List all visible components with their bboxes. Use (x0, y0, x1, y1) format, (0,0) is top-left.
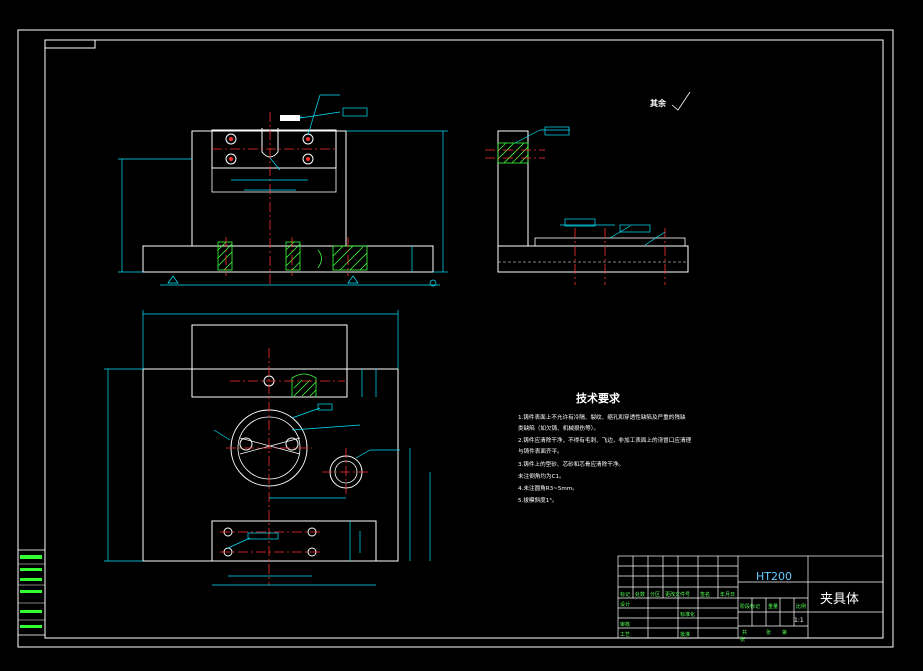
scale-row-ratio: 比例 (796, 603, 806, 610)
corner-tag (44, 39, 96, 49)
side-view: 其余 (485, 91, 691, 285)
left-margin-strip (17, 549, 46, 636)
note-line-2: 类缺陷（如欠铸、机械损伤等）。 (518, 424, 599, 432)
scale-row-weight: 重量 (768, 603, 778, 610)
header-cell-6: 年月日 (720, 591, 735, 598)
technical-requirements: 技术要求 1.铸件表面上不允许有冷隔、裂纹、缩孔和穿透性缺陷及严重的残缺 类缺陷… (518, 391, 692, 504)
note-line-4: 与铸件表面齐平。 (518, 447, 563, 455)
title-block-text: HT200 夹具体 1:1 标记 处数 分区 更改文件号 签名 年月日 设计 审… (620, 570, 859, 643)
header-cell-1: 标记 (620, 591, 630, 598)
sheet-total-unit: 张 (766, 629, 771, 636)
sheet-total-label: 共 (742, 629, 747, 636)
note-line-7: 4.未注圆角R3~5mm。 (518, 484, 578, 492)
row-label-review: 审核 (620, 621, 630, 628)
note-line-3: 2.铸件应清除干净，不得有毛刺、飞边，非加工表面上的浇冒口应清理 (518, 436, 692, 444)
sheet-outer-frame (17, 29, 894, 648)
part-name-label: 夹具体 (820, 592, 859, 607)
note-line-6: 未注倒角均为C1。 (518, 472, 565, 480)
material-label: HT200 (756, 570, 792, 583)
sheet-index-label: 第 (782, 629, 787, 636)
scale-value: 1:1 (794, 617, 804, 624)
note-line-1: 1.铸件表面上不允许有冷隔、裂纹、缩孔和穿透性缺陷及严重的残缺 (518, 413, 686, 421)
scale-row-stage: 阶段标记 (740, 603, 760, 610)
front-view (118, 94, 448, 287)
header-cell-4: 更改文件号 (665, 591, 690, 598)
row-label-process: 工艺 (620, 632, 630, 638)
header-cell-2: 处数 (635, 591, 645, 598)
top-view (104, 310, 431, 586)
sheet-index-unit: 张 (740, 636, 745, 643)
note-line-8: 5.拔模斜度1°。 (518, 496, 558, 504)
title-block (617, 555, 884, 639)
roughness-label: 其余 (650, 98, 667, 108)
mid-label-standard: 标准化 (680, 611, 695, 618)
note-line-5: 3.铸件上的型砂、芯砂和芯骨应清除干净。 (518, 460, 624, 468)
sheet-inner-frame (44, 39, 884, 639)
row-label-design: 设计 (620, 601, 630, 608)
notes-title: 技术要求 (576, 391, 621, 405)
header-cell-5: 签名 (700, 591, 710, 598)
mid-label-approve: 批准 (680, 631, 690, 638)
header-cell-3: 分区 (650, 591, 660, 598)
